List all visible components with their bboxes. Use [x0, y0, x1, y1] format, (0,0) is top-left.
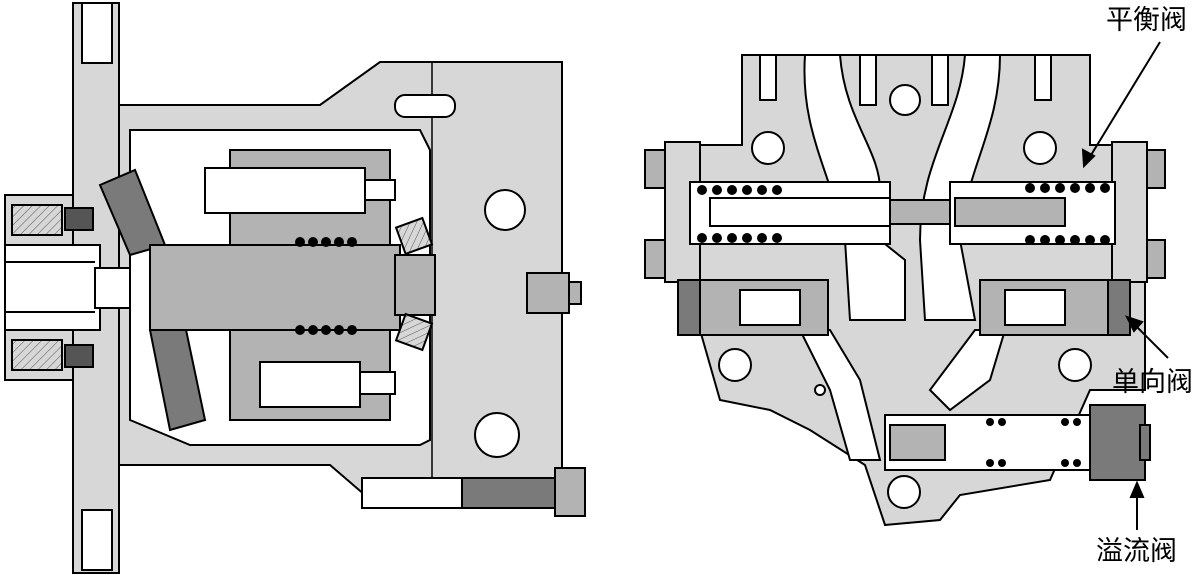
balance-valve-spring-right	[1025, 183, 1110, 245]
label-check-valve: 单向阀	[1112, 367, 1193, 398]
center-shaft	[149, 244, 401, 331]
callout-leaders	[1081, 41, 1169, 530]
label-relief-valve: 溢流阀	[1096, 536, 1177, 567]
shaft-seal-top	[11, 204, 63, 236]
drive-shaft	[4, 244, 101, 331]
shaft-seal-bottom	[11, 339, 63, 371]
valve-block-section	[644, 54, 1166, 527]
side-plug	[526, 272, 570, 314]
rear-bearing-bottom	[394, 312, 434, 352]
center-spring-bottom	[295, 325, 357, 335]
top-pin	[394, 94, 456, 118]
relief-valve-spring	[986, 418, 1081, 467]
piston-top	[204, 167, 366, 214]
port-hole-lower	[474, 412, 520, 458]
pump-cross-section	[4, 2, 586, 574]
rear-bearing-top	[394, 216, 434, 256]
label-balance-valve: 平衡阀	[1106, 5, 1187, 36]
leader-balance-valve	[1087, 41, 1161, 161]
center-spring-top	[295, 237, 357, 247]
piston-bottom	[259, 361, 361, 408]
balance-valve-spring-left	[697, 185, 782, 243]
relief-valve-cap	[1089, 404, 1146, 481]
port-hole-upper	[484, 189, 526, 231]
